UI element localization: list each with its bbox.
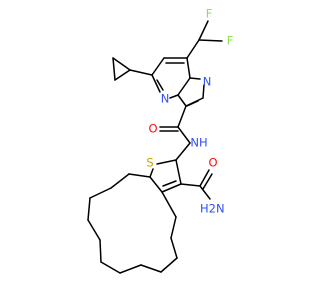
bond xyxy=(87,219,101,241)
bond xyxy=(151,57,165,76)
pyrazole-nitrogen-label: N xyxy=(203,75,212,89)
bond xyxy=(186,57,191,79)
bond xyxy=(177,94,187,107)
bond xyxy=(140,264,162,273)
bond xyxy=(199,169,210,187)
bond xyxy=(169,94,179,99)
bond xyxy=(99,239,102,263)
bond xyxy=(149,176,163,193)
bond xyxy=(112,57,116,81)
bond xyxy=(170,237,178,259)
bond xyxy=(114,69,131,81)
bonds xyxy=(87,20,223,274)
bond xyxy=(175,142,191,161)
bond xyxy=(202,84,205,99)
bond xyxy=(177,77,191,96)
bond xyxy=(189,77,201,80)
bond xyxy=(87,197,91,221)
bond xyxy=(161,183,182,193)
structure-diagram: F F N N O NH S O H2N xyxy=(87,7,233,274)
carboxamide-oxygen-label: O xyxy=(208,156,217,170)
bond xyxy=(202,173,213,190)
bond xyxy=(156,79,164,91)
bond xyxy=(177,105,187,128)
bond xyxy=(186,39,200,59)
bond xyxy=(89,187,112,199)
bond xyxy=(186,100,199,107)
bond xyxy=(119,264,142,274)
atom-labels: F F N N O NH S O H2N xyxy=(146,7,233,216)
bond xyxy=(149,168,154,178)
bond xyxy=(161,191,177,218)
thiophene-sulfur-label: S xyxy=(146,156,153,170)
bond xyxy=(175,159,182,185)
pyrimidine-nitrogen-label: N xyxy=(161,92,170,106)
bond xyxy=(160,257,178,273)
bond xyxy=(198,39,223,42)
bond xyxy=(129,69,153,76)
bond xyxy=(100,261,121,274)
bond xyxy=(199,185,211,200)
bond xyxy=(156,159,177,165)
bond xyxy=(198,20,209,41)
bond xyxy=(112,57,131,71)
bond xyxy=(180,183,201,187)
amide-nh-label: NH xyxy=(190,136,207,150)
bond xyxy=(177,126,191,144)
amide-oxygen-label: O xyxy=(148,122,157,136)
fluorine-label: F xyxy=(206,7,213,21)
bond xyxy=(151,74,161,93)
molecule-canvas: F F N N O NH S O H2N xyxy=(87,7,233,274)
carboxamide-amine-label: H2N xyxy=(200,202,225,216)
bond xyxy=(162,180,177,187)
bond xyxy=(170,216,177,239)
bond xyxy=(128,173,151,178)
fluorine-label: F xyxy=(227,34,234,48)
bond xyxy=(110,173,130,189)
